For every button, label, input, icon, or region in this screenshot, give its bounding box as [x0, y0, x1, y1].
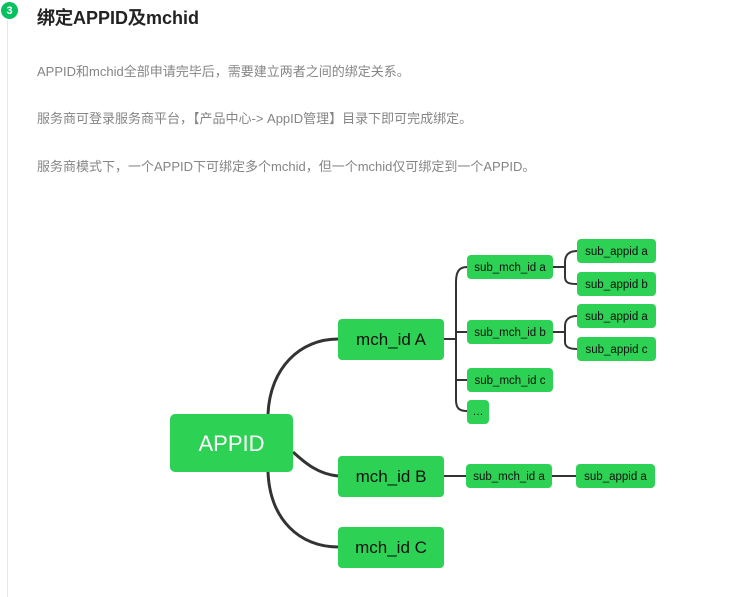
node-sub-appid-1: sub_appid a	[577, 239, 656, 263]
step-timeline-line	[7, 20, 8, 597]
node-sub-mch-b2-label: sub_mch_id a	[473, 471, 545, 483]
node-appid-label: APPID	[198, 431, 264, 456]
node-sub-appid-2-label: sub_appid b	[585, 279, 648, 291]
node-mch-a: mch_id A	[338, 319, 444, 360]
node-sub-appid-3-label: sub_appid a	[585, 311, 648, 323]
paragraph-3: 服务商模式下，一个APPID下可绑定多个mchid，但一个mchid仅可绑定到一…	[37, 159, 536, 174]
node-appid: APPID	[170, 414, 293, 472]
node-sub-appid-4-label: sub_appid c	[585, 344, 647, 356]
edge-appid-mch-a	[266, 337, 339, 415]
node-sub-mch-b2: sub_mch_id a	[466, 464, 552, 488]
edge-sub-a-spine	[564, 250, 578, 285]
edge-appid-mch-b	[291, 450, 339, 478]
node-sub-appid-5: sub_appid a	[576, 464, 655, 488]
node-sub-appid-5-label: sub_appid a	[584, 471, 647, 483]
node-mch-b-label: mch_id B	[356, 467, 427, 486]
node-mch-c: mch_id C	[338, 527, 444, 568]
node-sub-appid-3: sub_appid a	[577, 304, 656, 328]
node-sub-mch-c-label: sub_mch_id c	[475, 375, 546, 387]
node-mch-a-label: mch_id A	[356, 330, 427, 349]
edge-appid-mch-c	[266, 471, 339, 549]
node-sub-mch-a-label: sub_mch_id a	[474, 262, 546, 274]
node-sub-mch-c: sub_mch_id c	[467, 368, 553, 392]
edge-sub-b-spine	[564, 315, 578, 350]
paragraph-1: APPID和mchid全部申请完毕后，需要建立两者之间的绑定关系。	[37, 64, 410, 79]
section-title: 绑定APPID及mchid	[37, 8, 200, 28]
node-sub-appid-4: sub_appid c	[577, 337, 656, 361]
node-sub-mch-a: sub_mch_id a	[467, 255, 553, 279]
node-sub-mch-b-label: sub_mch_id b	[474, 327, 546, 339]
edge-mch-a-spine	[455, 266, 468, 412]
node-mch-b: mch_id B	[338, 456, 444, 497]
step-number-badge: 3	[1, 2, 18, 19]
node-sub-mch-more: …	[467, 400, 489, 424]
node-sub-mch-more-label: …	[473, 406, 484, 418]
node-sub-mch-b: sub_mch_id b	[467, 320, 553, 344]
diagram-edges	[266, 250, 578, 549]
node-sub-appid-2: sub_appid b	[577, 272, 656, 296]
node-sub-appid-1-label: sub_appid a	[585, 246, 648, 258]
paragraph-2: 服务商可登录服务商平台，【产品中心-> AppID管理】目录下即可完成绑定。	[37, 111, 473, 126]
node-mch-c-label: mch_id C	[355, 538, 427, 557]
